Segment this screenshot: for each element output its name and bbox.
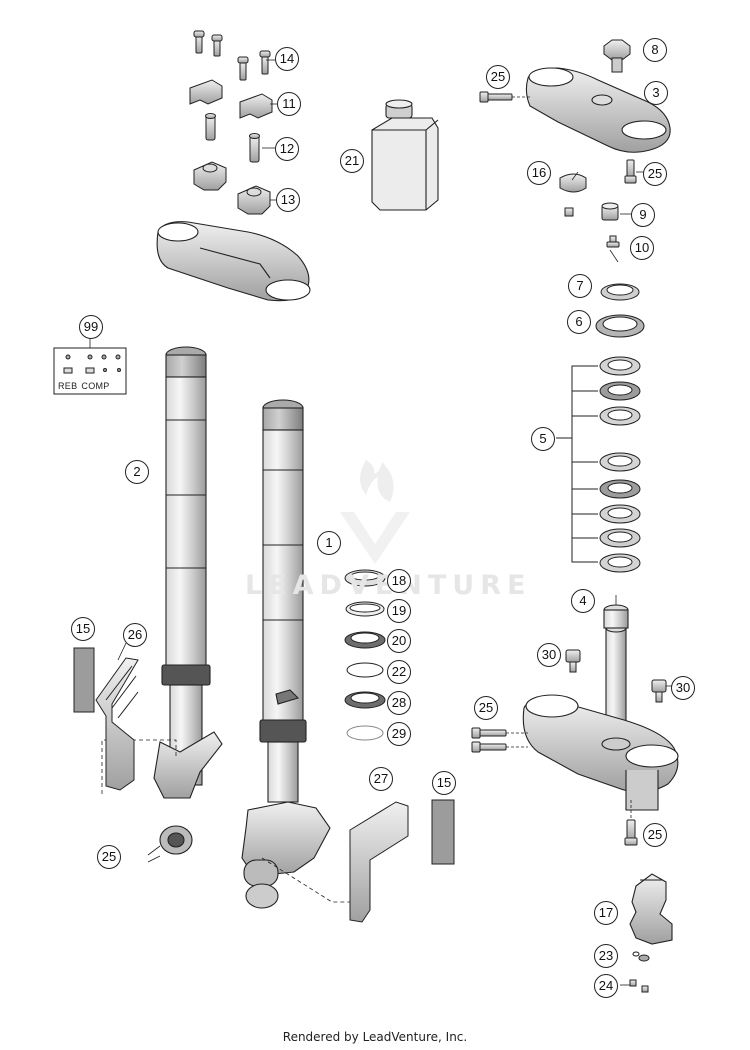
callout-14[interactable]: 14 [275, 47, 299, 71]
kit-box-99 [53, 347, 127, 395]
bolts-25-clamp [471, 727, 507, 753]
ring-7 [600, 283, 640, 301]
nut-23 [632, 951, 650, 962]
clamp-11 [189, 79, 273, 119]
callout-18[interactable]: 18 [387, 569, 411, 593]
callout-28[interactable]: 28 [387, 691, 411, 715]
callout-29[interactable]: 29 [387, 722, 411, 746]
bolts-30 [565, 649, 667, 703]
fork-oil-bottle-21 [371, 99, 439, 211]
seal-stack [344, 569, 386, 741]
bolts-14 [193, 30, 271, 81]
callout-3[interactable]: 3 [644, 81, 668, 105]
guard-27 [349, 801, 409, 923]
callout-25-top[interactable]: 25 [486, 65, 510, 89]
guard-26 [95, 657, 139, 791]
part-9 [601, 202, 619, 221]
callout-1[interactable]: 1 [317, 531, 341, 555]
callout-19[interactable]: 19 [387, 599, 411, 623]
sticker-15-right [431, 799, 455, 865]
watermark-text: LEADVENTURE [245, 570, 525, 601]
callout-17[interactable]: 17 [594, 901, 618, 925]
callout-27[interactable]: 27 [369, 767, 393, 791]
kit-label-reb: REB [58, 381, 78, 391]
sticker-15-left [73, 647, 95, 713]
callout-21[interactable]: 21 [340, 149, 364, 173]
callout-30-left[interactable]: 30 [537, 643, 561, 667]
callout-25-right[interactable]: 25 [643, 162, 667, 186]
callout-25-fork[interactable]: 25 [97, 845, 121, 869]
callout-11[interactable]: 11 [277, 92, 301, 116]
callout-10[interactable]: 10 [630, 236, 654, 260]
callout-15-left[interactable]: 15 [71, 617, 95, 641]
bolt-10 [606, 235, 620, 248]
callout-25-bottom[interactable]: 25 [643, 823, 667, 847]
callout-26[interactable]: 26 [123, 623, 147, 647]
bolt-25-top [479, 91, 513, 103]
callout-2[interactable]: 2 [125, 460, 149, 484]
callout-5[interactable]: 5 [531, 427, 555, 451]
callout-23[interactable]: 23 [594, 944, 618, 968]
kit-label-comp: COMP [81, 381, 110, 391]
callout-9[interactable]: 9 [631, 203, 655, 227]
callout-25-clamp[interactable]: 25 [474, 696, 498, 720]
bracket-17 [629, 873, 673, 945]
triple-clamp-upper-left [156, 221, 311, 302]
callout-8[interactable]: 8 [643, 38, 667, 62]
callout-22[interactable]: 22 [387, 660, 411, 684]
bolt-25-right [624, 159, 637, 184]
watermark-logo [340, 460, 410, 564]
callout-12[interactable]: 12 [275, 137, 299, 161]
callout-15-right[interactable]: 15 [432, 771, 456, 795]
callout-99[interactable]: 99 [79, 315, 103, 339]
bolts-12 [205, 113, 260, 163]
triple-clamp-upper-3 [525, 67, 671, 153]
callout-13[interactable]: 13 [276, 188, 300, 212]
callout-6[interactable]: 6 [567, 310, 591, 334]
callout-30-right[interactable]: 30 [671, 676, 695, 700]
callout-16[interactable]: 16 [527, 161, 551, 185]
callout-4[interactable]: 4 [571, 589, 595, 613]
clamp-13 [193, 161, 271, 215]
fork-leg-2 [153, 346, 223, 855]
callout-7[interactable]: 7 [568, 274, 592, 298]
clamp-16 [559, 173, 587, 217]
nut-8 [603, 39, 631, 73]
bolt-25-bottom [624, 819, 638, 846]
triple-clamp-lower-4 [522, 604, 679, 811]
callout-20[interactable]: 20 [387, 629, 411, 653]
bracket-5 [556, 365, 598, 563]
seal-6 [595, 314, 645, 338]
bolts-24 [629, 979, 649, 993]
callout-24[interactable]: 24 [594, 974, 618, 998]
footer-credit: Rendered by LeadVenture, Inc. [282, 1030, 468, 1044]
fork-leg-1 [241, 399, 331, 909]
bearing-set-5 [599, 356, 641, 573]
